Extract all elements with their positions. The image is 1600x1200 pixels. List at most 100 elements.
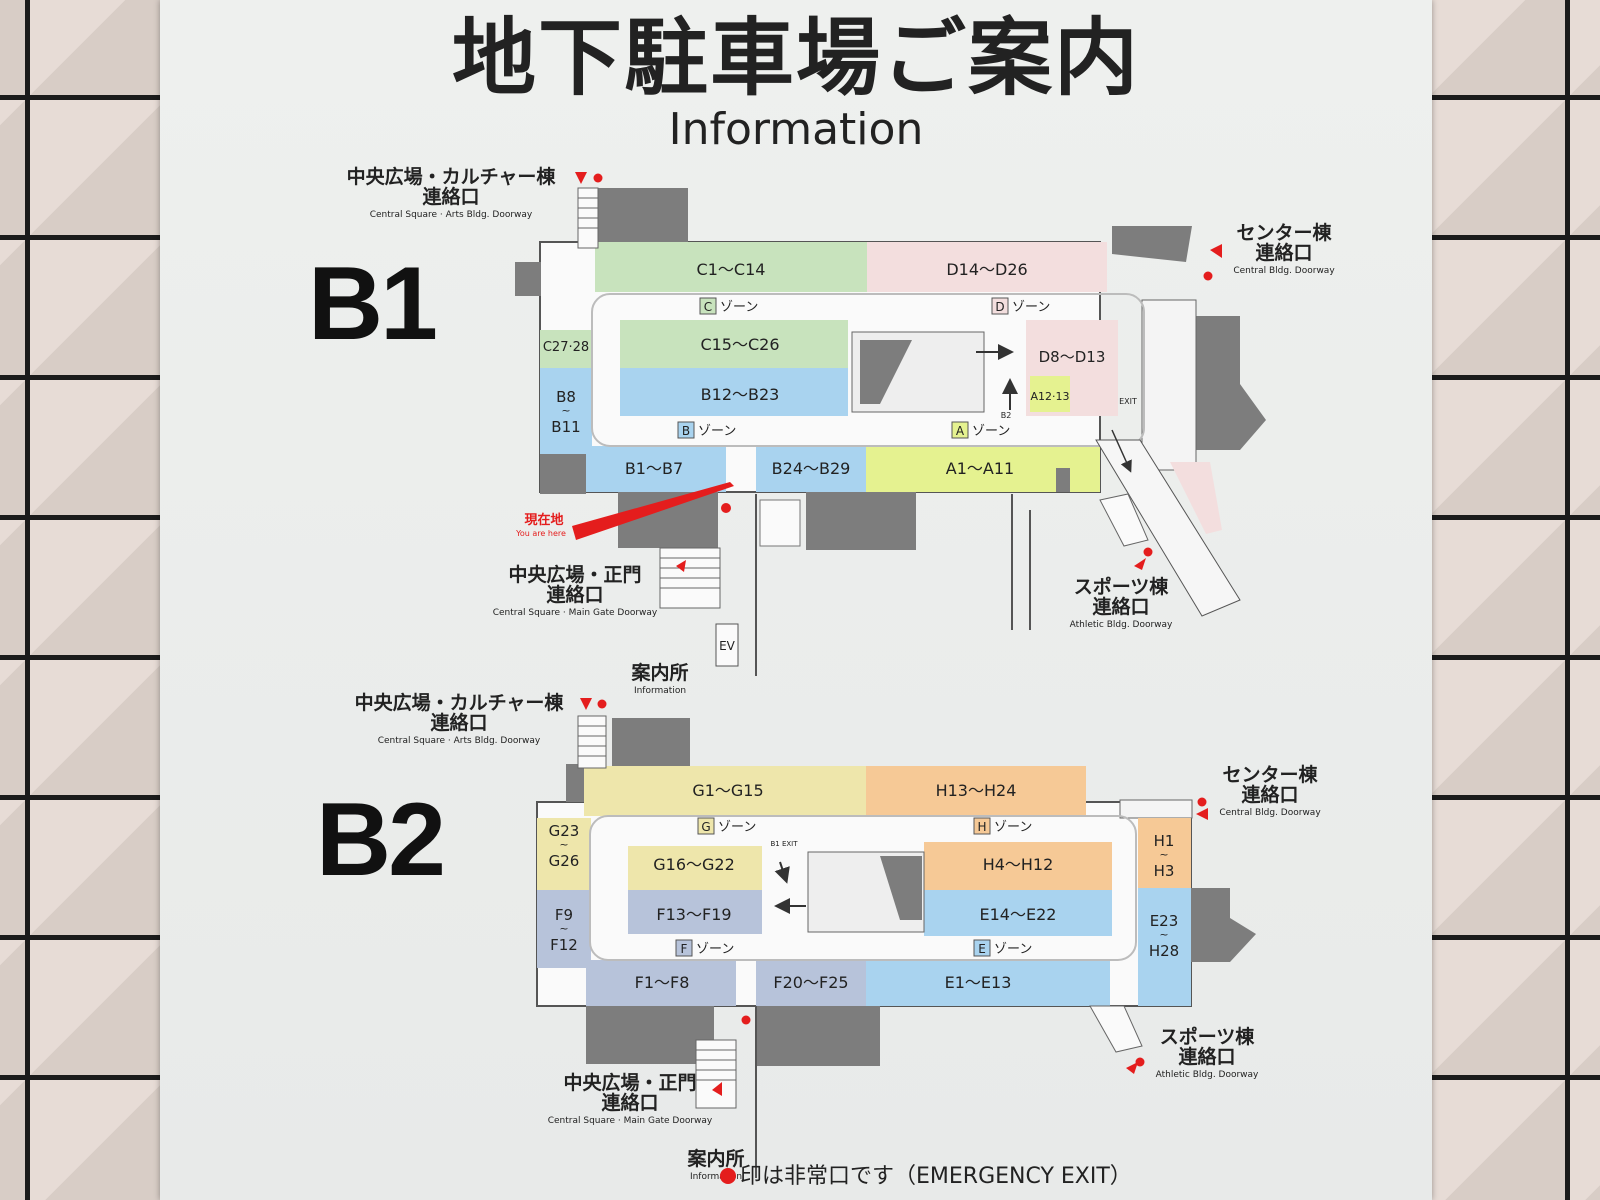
b2-lot-label: G16～G22: [653, 855, 735, 874]
b1-lot-b12-b23: [620, 368, 848, 416]
b1-doorway-sports-jp1: スポーツ棟: [1073, 576, 1169, 598]
b1-doorway-culture-jp1: 中央広場・カルチャー棟: [346, 166, 556, 188]
emergency-exit-legend-text: 印は非常口です（EMERGENCY EXIT）: [740, 1164, 1132, 1189]
b1-zone-d-letter: D: [995, 300, 1004, 314]
you-are-here-jp: 現在地: [524, 512, 563, 528]
b2-emergency-exit-marker: [1197, 797, 1207, 807]
b2-zone-g-letter: G: [701, 820, 710, 834]
b2-lot-g16-g22: [628, 846, 762, 890]
b2-lot-h4-h12: [924, 842, 1112, 890]
b2-lot-label: H4～H12: [983, 855, 1054, 874]
b2-floor-plan: G1～G15 H13～H24 G23 ~ G26 G16～G22 H4～H12 …: [536, 698, 1256, 1178]
b2-lot-label: ~: [1159, 928, 1168, 941]
b1-lot-a12-13: [1030, 376, 1070, 412]
b2-driving-loop: [589, 815, 1137, 961]
b2-corridor: [1119, 799, 1193, 819]
b1-zone-a-tag: [951, 421, 969, 439]
b2-lot-h1-h3: [1138, 818, 1191, 888]
b1-building-block: [540, 454, 586, 494]
b2-information-en: Information: [689, 1171, 743, 1182]
b1-lot-d14-d26: [867, 242, 1107, 292]
b2-doorway-main-gate: 中央広場・正門 連絡口 Central Square · Main Gate D…: [530, 1072, 730, 1126]
b2-ramp-arrow: [774, 861, 790, 884]
b2-emergency-exit-marker: [597, 699, 607, 709]
b2-lot-f13-f19: [628, 890, 762, 934]
b1-building-block: [588, 188, 688, 242]
b1-lot-label: A12·13: [1030, 390, 1069, 403]
b2-doorway-marker: [1126, 1062, 1138, 1074]
b1-doorway-culture-jp2: 連絡口: [422, 185, 480, 208]
b1-information-jp: 案内所: [631, 662, 689, 684]
b1-zone-a-suffix: ゾーン: [972, 424, 1010, 439]
b2-lot-label: F12: [550, 936, 578, 954]
b2-lot-label: G26: [549, 852, 580, 870]
b1-lot-label: C1～C14: [697, 260, 766, 279]
b2-zone-h-letter: H: [977, 820, 986, 834]
b2-lot-h13-h24: [866, 766, 1086, 816]
b2-lot-label: H13～H24: [936, 781, 1017, 800]
b1-lot-label: D8～D13: [1039, 348, 1106, 366]
b2-doorway-marker: [1196, 808, 1208, 820]
b1-lot-label: ~: [561, 404, 570, 417]
b2-doorway-sports-jp2: 連絡口: [1178, 1045, 1236, 1068]
elevator-label: EV: [719, 639, 736, 653]
b2-doorway-main-gate-jp2: 連絡口: [601, 1091, 659, 1114]
b1-information-desk: 案内所 Information: [620, 662, 700, 696]
b2-doorway-center-jp2: 連絡口: [1241, 783, 1299, 806]
b1-zone-d-suffix: ゾーン: [1012, 300, 1050, 315]
b2-doorway-sports-en: Athletic Bldg. Doorway: [1155, 1069, 1259, 1080]
b2-lot-label: G1～G15: [692, 781, 763, 800]
b2-doorway-culture-jp2: 連絡口: [430, 711, 488, 734]
b1-lot-c1-c14: [595, 242, 867, 292]
b2-building-block: [756, 1006, 880, 1066]
b2-zone-h-suffix: ゾーン: [994, 820, 1032, 835]
b1-information-en: Information: [633, 685, 687, 696]
b1-exit-arrow: [1111, 429, 1132, 473]
b1-doorway-marker: [1134, 558, 1146, 570]
b2-lot-label: E23: [1150, 912, 1179, 930]
b2-lot-g23-g26: [537, 818, 591, 890]
b1-building-block: [515, 262, 541, 296]
b1-building-block: [806, 490, 916, 550]
b1-driving-loop: [591, 293, 1145, 447]
b2-doorway-center-en: Central Bldg. Doorway: [1219, 807, 1321, 818]
b1-emergency-exit-marker: [1143, 547, 1153, 557]
b1-corridor: [1141, 299, 1197, 471]
you-are-here-en: You are here: [515, 529, 566, 538]
b1-doorway-main-gate-en: Central Square · Main Gate Doorway: [492, 607, 658, 618]
b1-doorway-center-jp2: 連絡口: [1255, 241, 1313, 264]
b1-zone-b-tag: [677, 421, 695, 439]
b1-ramp-shade: [860, 340, 912, 404]
b2-b1-exit-label: B1 EXIT: [770, 840, 798, 848]
b2-lot-label: ~: [559, 838, 568, 851]
b2-lot-label: F9: [555, 906, 573, 924]
b1-zone-c-tag: [699, 297, 717, 315]
b1-doorway-culture-en: Central Square · Arts Bldg. Doorway: [369, 209, 533, 220]
b2-lot-label: F13～F19: [656, 905, 731, 924]
b1-zone-b-suffix: ゾーン: [698, 424, 736, 439]
b1-lot-b24-b29: [756, 446, 866, 492]
b2-doorway-main-gate-jp1: 中央広場・正門: [563, 1072, 697, 1094]
b2-lot-label: G23: [549, 822, 580, 840]
b2-zone-f-suffix: ゾーン: [696, 942, 734, 957]
b1-doorway-center-en: Central Bldg. Doorway: [1233, 265, 1335, 276]
b2-ramp-shade: [880, 856, 922, 920]
b1-building-block: [1112, 226, 1192, 262]
b1-doorway-marker: [1210, 244, 1222, 258]
b2-lot-label: H28: [1149, 942, 1179, 960]
b2-emergency-exit-marker: [1135, 1057, 1145, 1067]
b2-building-block: [1191, 888, 1256, 962]
b1-lot-label: B1～B7: [625, 459, 683, 478]
b2-lot-label: ~: [1159, 848, 1168, 861]
b2-lot-e23-h28: [1138, 888, 1191, 1006]
b2-doorway-culture-en: Central Square · Arts Bldg. Doorway: [377, 735, 541, 746]
b2-lot-f1-f8: [586, 960, 736, 1006]
b1-doorway-sports-en: Athletic Bldg. Doorway: [1069, 619, 1173, 630]
b2-lot-label: H3: [1154, 862, 1175, 880]
b2-zone-f-tag: [675, 939, 693, 957]
b2-lot-f20-f25: [756, 960, 866, 1006]
b2-doorway-culture-jp1: 中央広場・カルチャー棟: [354, 692, 564, 714]
floor-label-b2: B2: [316, 782, 446, 898]
b1-building-block: [1196, 316, 1266, 450]
